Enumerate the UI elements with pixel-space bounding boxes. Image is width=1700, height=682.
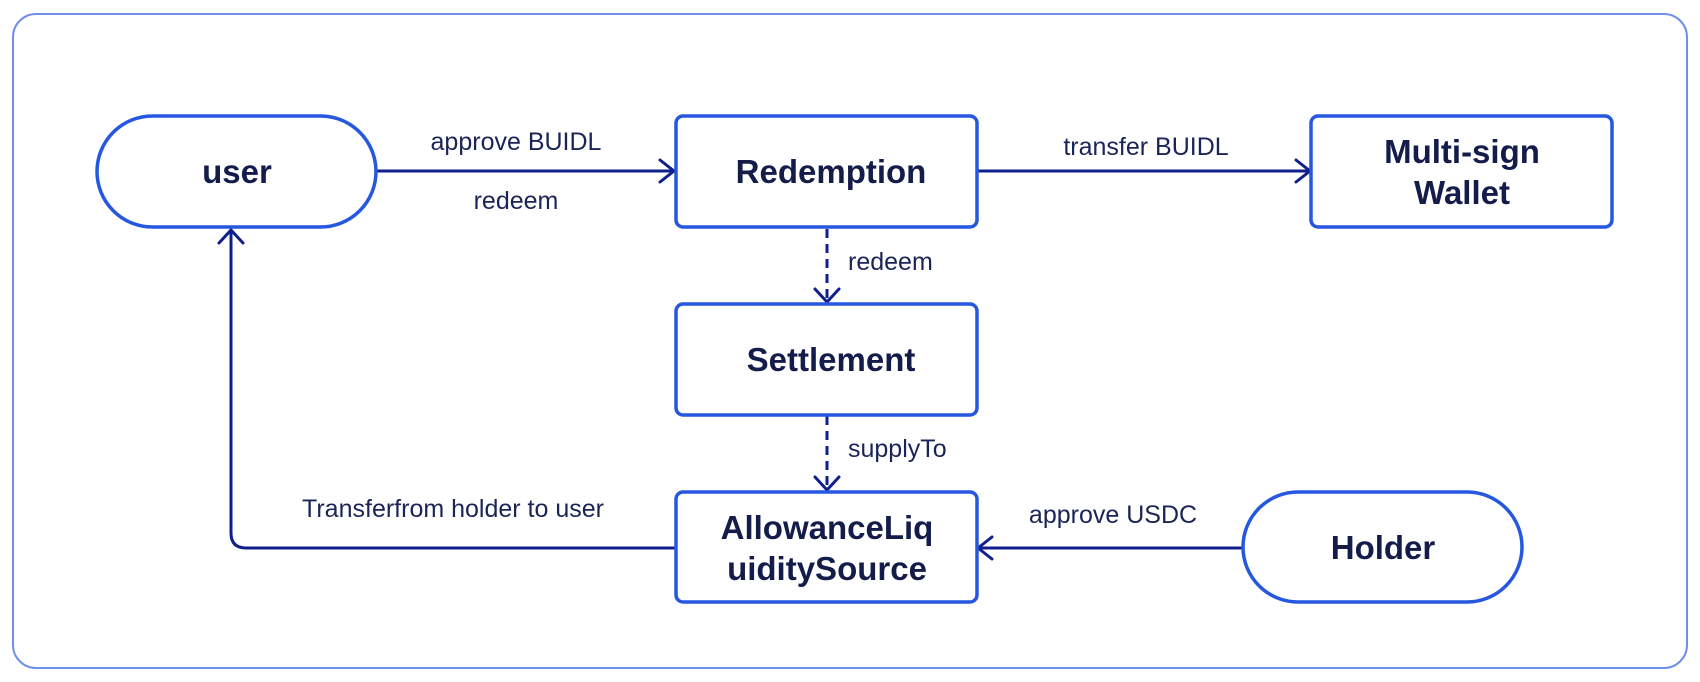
edge-label-supplyto: supplyTo — [848, 435, 947, 463]
edge-label-approve-buidl: approve BUIDL — [431, 128, 602, 156]
node-settlement-label: Settlement — [747, 341, 916, 378]
node-holder-label: Holder — [1331, 529, 1436, 566]
node-allowance-line1: AllowanceLiq — [721, 509, 934, 546]
edge-settlement-to-allowance: supplyTo — [813, 416, 947, 492]
node-multisig-line2: Wallet — [1414, 174, 1510, 211]
edge-label-transferfrom: Transferfrom holder to user — [302, 495, 604, 523]
edge-label-redeem-settlement: redeem — [848, 248, 933, 276]
node-user: user — [95, 114, 378, 229]
node-user-label: user — [202, 153, 272, 190]
edge-allowance-to-user: Transferfrom holder to user — [217, 228, 676, 550]
node-holder: Holder — [1241, 490, 1524, 604]
edge-holder-to-allowance: approve USDC — [976, 501, 1242, 561]
edge-label-approve-usdc: approve USDC — [1029, 501, 1197, 529]
node-multisig-wallet: Multi-sign Wallet — [1309, 114, 1614, 229]
edge-redemption-to-multisig: transfer BUIDL — [978, 133, 1312, 184]
edge-redemption-to-settlement: redeem — [813, 229, 933, 304]
node-allowance-line2: uiditySource — [727, 550, 927, 587]
node-multisig-line1: Multi-sign — [1384, 133, 1540, 170]
node-redemption: Redemption — [674, 114, 979, 229]
node-redemption-label: Redemption — [736, 153, 927, 190]
node-settlement: Settlement — [674, 302, 979, 417]
node-allowance-liquidity-source: AllowanceLiq uiditySource — [674, 490, 979, 604]
edge-label-redeem-user: redeem — [474, 187, 559, 215]
edge-label-transfer-buidl: transfer BUIDL — [1063, 133, 1228, 161]
edge-user-to-redemption: approve BUIDL redeem — [377, 128, 676, 215]
